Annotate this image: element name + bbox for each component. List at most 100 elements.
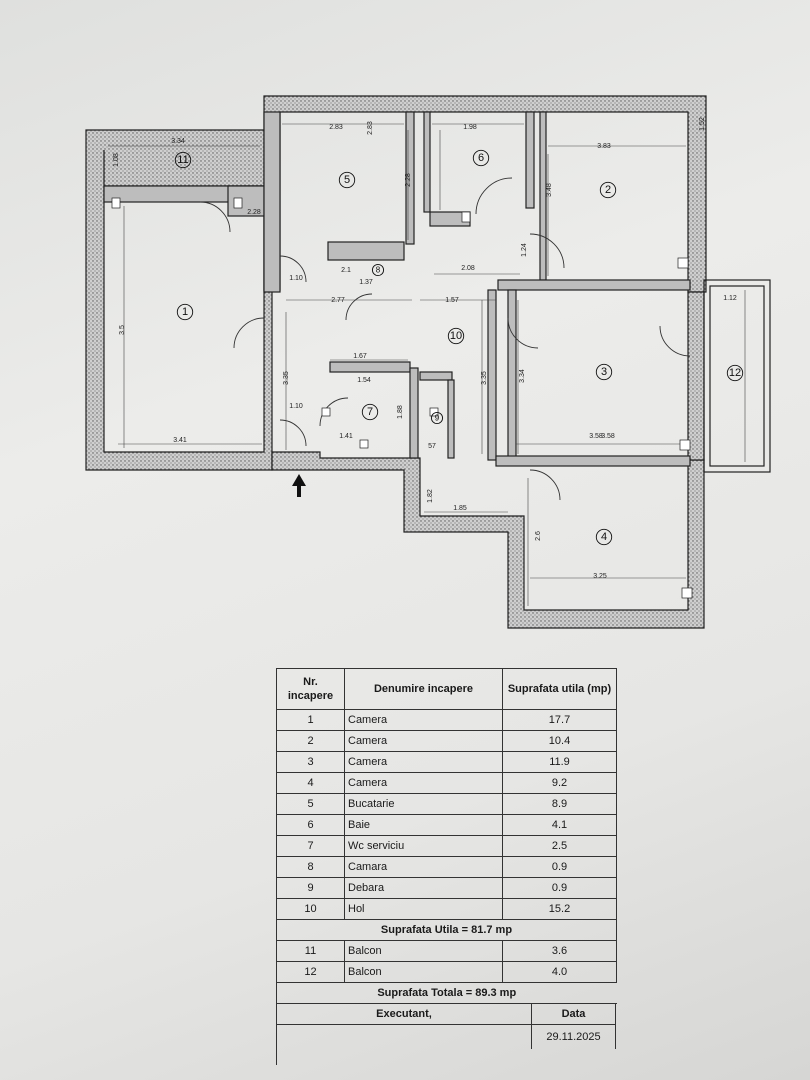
header-name: Denumire incapere	[344, 668, 503, 710]
cell-nr: 3	[276, 751, 345, 773]
room-number: 1	[182, 306, 188, 318]
cell-name: Balcon	[344, 961, 503, 983]
grand-total-row: Suprafata Totala = 89.3 mp	[276, 982, 617, 1004]
cell-nr: 4	[276, 772, 345, 794]
room-number-circle	[472, 149, 490, 167]
room-number-circle	[726, 364, 744, 382]
dimension-text: 3.41	[173, 437, 187, 444]
room-number-circle	[176, 303, 194, 321]
dimension-text: 2.6	[535, 531, 542, 541]
cell-area: 17.7	[502, 709, 617, 731]
cell-name: Camara	[344, 856, 503, 878]
dimension-text: 1.10	[289, 403, 303, 410]
cell-nr: 1	[276, 709, 345, 731]
cell-area: 9.2	[502, 772, 617, 794]
dimension-text: 3.5	[119, 325, 126, 335]
executant-label: Executant,	[276, 1004, 532, 1025]
dimension-text: 1.57	[445, 297, 459, 304]
room-number: 11	[177, 154, 188, 166]
room-number: 2	[605, 184, 611, 196]
dimension-text: 3.58	[589, 433, 603, 440]
cell-nr: 2	[276, 730, 345, 752]
cell-area: 3.6	[502, 940, 617, 962]
cell-name: Camera	[344, 730, 503, 752]
cell-name: Camera	[344, 709, 503, 731]
cell-area: 4.1	[502, 814, 617, 836]
dimension-text: 1.10	[289, 275, 303, 282]
dimension-text: 1.85	[453, 505, 467, 512]
dimension-text: 1.41	[339, 433, 353, 440]
balcony-12-outline	[703, 279, 771, 473]
dimension-text: 1.54	[357, 377, 371, 384]
cell-name: Balcon	[344, 940, 503, 962]
dimension-lines	[108, 123, 746, 606]
dimension-text: 1.67	[353, 353, 367, 360]
signature-header: Executant, Data	[276, 1004, 616, 1025]
cell-name: Bucatarie	[344, 793, 503, 815]
room-number-circle	[595, 528, 613, 546]
dimension-text: 3.83	[597, 143, 611, 150]
dimension-text: 1.08	[113, 153, 120, 167]
date-label: Data	[532, 1004, 616, 1025]
cell-nr: 10	[276, 898, 345, 920]
dimension-text: 2.83	[329, 124, 343, 131]
room-number-circle	[430, 411, 444, 425]
cell-name: Camera	[344, 772, 503, 794]
dimension-text: 2.1	[341, 267, 351, 274]
door-swings	[199, 177, 691, 501]
header-area: Suprafata utila (mp)	[502, 668, 617, 710]
cell-name: Baie	[344, 814, 503, 836]
cell-area: 10.4	[502, 730, 617, 752]
room-number-circle	[338, 171, 356, 189]
cell-name: Debara	[344, 877, 503, 899]
useful-total: Suprafata Utila = 81.7 mp	[276, 919, 617, 941]
dimension-text: 1.12	[723, 295, 737, 302]
room-number: 10	[450, 330, 462, 342]
dimension-text: 1.98	[463, 124, 477, 131]
cell-nr: 9	[276, 877, 345, 899]
cell-nr: 5	[276, 793, 345, 815]
dimension-text: 3.25	[593, 573, 607, 580]
dimension-text: 2.77	[331, 297, 345, 304]
dimension-text: 3.34	[171, 138, 185, 145]
dimension-text: 1.52	[699, 117, 706, 131]
dimension-text: 2.28	[405, 173, 412, 187]
entrance-arrow-icon	[292, 474, 306, 497]
exterior-walls	[85, 95, 707, 629]
dimension-text: 2.83	[367, 121, 374, 135]
cell-area: 2.5	[502, 835, 617, 857]
cell-nr: 7	[276, 835, 345, 857]
room-number: 9	[435, 414, 440, 423]
signature-row: 29.11.2025	[276, 1025, 616, 1065]
dimension-text: 3.48	[546, 183, 553, 197]
dimension-text: 2.08	[461, 265, 475, 272]
room-number-circle	[447, 327, 465, 345]
room-number-circle	[361, 403, 379, 421]
cell-name: Camera	[344, 751, 503, 773]
room-number: 4	[601, 531, 607, 543]
room-table: Nr. incapere Denumire incapere Suprafata…	[276, 668, 617, 1004]
header-nr: Nr. incapere	[276, 668, 345, 710]
signature-area	[276, 1025, 531, 1065]
cell-name: Hol	[344, 898, 503, 920]
grand-total: Suprafata Totala = 89.3 mp	[276, 982, 617, 1004]
room-legend: Nr. incapere Denumire incapere Suprafata…	[276, 668, 617, 1065]
room-number: 12	[729, 367, 741, 379]
cell-nr: 8	[276, 856, 345, 878]
